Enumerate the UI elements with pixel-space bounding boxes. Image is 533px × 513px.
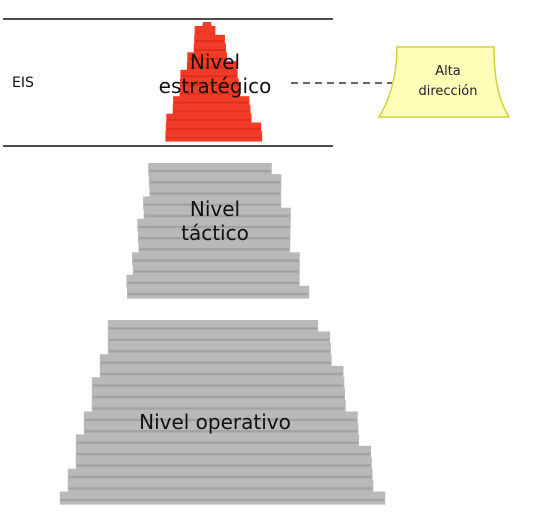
tactical-layer-band xyxy=(126,274,300,288)
operative-layer-stripe xyxy=(100,372,343,376)
strategic-layer-band xyxy=(180,78,239,89)
strategic-layer-band xyxy=(186,61,237,72)
strategic-level-line1: Nivel xyxy=(189,50,241,74)
tactical-layer-band xyxy=(143,196,282,210)
tactical-level-line1: Nivel xyxy=(189,197,241,221)
strategic-layer-stripe xyxy=(187,66,236,69)
operative-layer-band xyxy=(99,354,332,368)
operative-layer-band xyxy=(83,411,358,425)
note-text: Alta dirección xyxy=(398,62,498,102)
strategic-layer-band xyxy=(165,131,263,142)
operative-layer-band xyxy=(99,365,344,379)
operative-layer-stripe xyxy=(100,361,331,364)
tactical-layer-stripe xyxy=(139,248,290,251)
operative-layer-stripe xyxy=(68,475,372,479)
strategic-layer-band xyxy=(193,43,226,54)
tactical-layer-stripe xyxy=(128,292,309,296)
strategic-layer-stripe xyxy=(167,119,251,121)
strategic-layer-stripe xyxy=(181,75,237,78)
operative-layer-band xyxy=(67,468,373,482)
strategic-layer-stripe xyxy=(194,49,225,51)
tactical-layer-stripe xyxy=(149,169,271,173)
tactical-layer-band xyxy=(137,230,291,243)
strategic-level-label: Nivel estratégico xyxy=(140,50,290,99)
tactical-layer-stripe xyxy=(138,236,290,240)
tactical-layer-band xyxy=(138,241,291,254)
tactical-layer-stripe xyxy=(144,214,290,218)
strategic-layer-stripe xyxy=(173,110,250,113)
strategic-layer-stripe xyxy=(195,40,224,43)
operative-layer-band xyxy=(107,320,319,333)
operative-layer-stripe xyxy=(92,395,344,399)
operative-layer-stripe xyxy=(76,441,359,444)
operative-layer-stripe xyxy=(92,407,345,410)
strategic-layer-band xyxy=(194,34,225,46)
strategic-layer-stripe xyxy=(166,136,262,139)
strategic-tip xyxy=(201,22,213,34)
operative-pyramid xyxy=(59,320,386,505)
tactical-level-line2: táctico xyxy=(181,221,249,246)
operative-layer-band xyxy=(83,422,359,436)
tactical-layer-band xyxy=(132,263,300,277)
strategic-layer-stripe xyxy=(174,101,249,104)
strategic-layer-band xyxy=(172,104,251,116)
operative-layer-stripe xyxy=(84,430,358,433)
tactical-layer-stripe xyxy=(133,259,299,262)
operative-layer-band xyxy=(59,491,386,505)
operative-layer-band xyxy=(107,342,331,356)
strategic-layer-band xyxy=(165,122,262,133)
strategic-level-line2: estratégico xyxy=(158,74,272,99)
strategic-layer-band xyxy=(179,87,240,98)
strategic-layer-stripe xyxy=(181,84,238,86)
strategic-pyramid xyxy=(165,22,263,142)
tactical-layer-stripe xyxy=(144,203,281,206)
tactical-layer-band xyxy=(132,252,300,266)
operative-layer-band xyxy=(67,480,374,494)
operative-layer-band xyxy=(75,445,372,459)
operative-layer-stripe xyxy=(92,384,344,387)
tactical-layer-band xyxy=(127,285,310,299)
strategic-layer-band xyxy=(180,69,238,81)
operative-layer-stripe xyxy=(84,418,357,422)
operative-layer-band xyxy=(91,377,345,391)
tactical-layer-band xyxy=(149,185,282,199)
operative-layer-band xyxy=(75,457,372,471)
sticky-note xyxy=(377,46,511,118)
tactical-layer-stripe xyxy=(149,181,281,184)
operative-layer-stripe xyxy=(108,350,330,353)
operative-layer-stripe xyxy=(76,452,371,456)
strategic-layer-stripe xyxy=(188,57,227,60)
tactical-layer-stripe xyxy=(133,270,299,273)
operative-level-line1: Nivel operativo xyxy=(139,410,291,434)
operative-level-label: Nivel operativo xyxy=(95,410,335,434)
eis-label: EIS xyxy=(12,75,34,91)
note-line1: Alta xyxy=(435,64,461,79)
tactical-layer-stripe xyxy=(127,281,299,285)
strategic-layer-stripe xyxy=(180,92,239,95)
note-line2: dirección xyxy=(418,84,478,100)
operative-layer-stripe xyxy=(68,487,373,490)
tactical-layer-band xyxy=(148,174,282,187)
tactical-layer-band xyxy=(143,207,291,221)
strategic-layer-band xyxy=(173,96,250,107)
tactical-layer-band xyxy=(148,163,272,176)
strategic-layer-stripe xyxy=(166,127,261,130)
tactical-layer-band xyxy=(137,218,291,232)
tactical-pyramid xyxy=(126,163,310,299)
operative-layer-band xyxy=(107,331,331,345)
strategic-layer-band xyxy=(187,52,228,63)
operative-layer-stripe xyxy=(108,327,318,330)
operative-layer-band xyxy=(75,434,360,448)
tactical-layer-stripe xyxy=(150,192,281,195)
strategic-layer-band xyxy=(166,113,252,125)
operative-layer-band xyxy=(91,400,346,414)
operative-layer-stripe xyxy=(108,338,330,341)
operative-layer-stripe xyxy=(60,498,385,502)
tactical-layer-stripe xyxy=(138,225,290,229)
operative-layer-band xyxy=(91,388,345,402)
tactical-level-label: Nivel táctico xyxy=(130,197,300,246)
operative-layer-stripe xyxy=(76,464,371,467)
